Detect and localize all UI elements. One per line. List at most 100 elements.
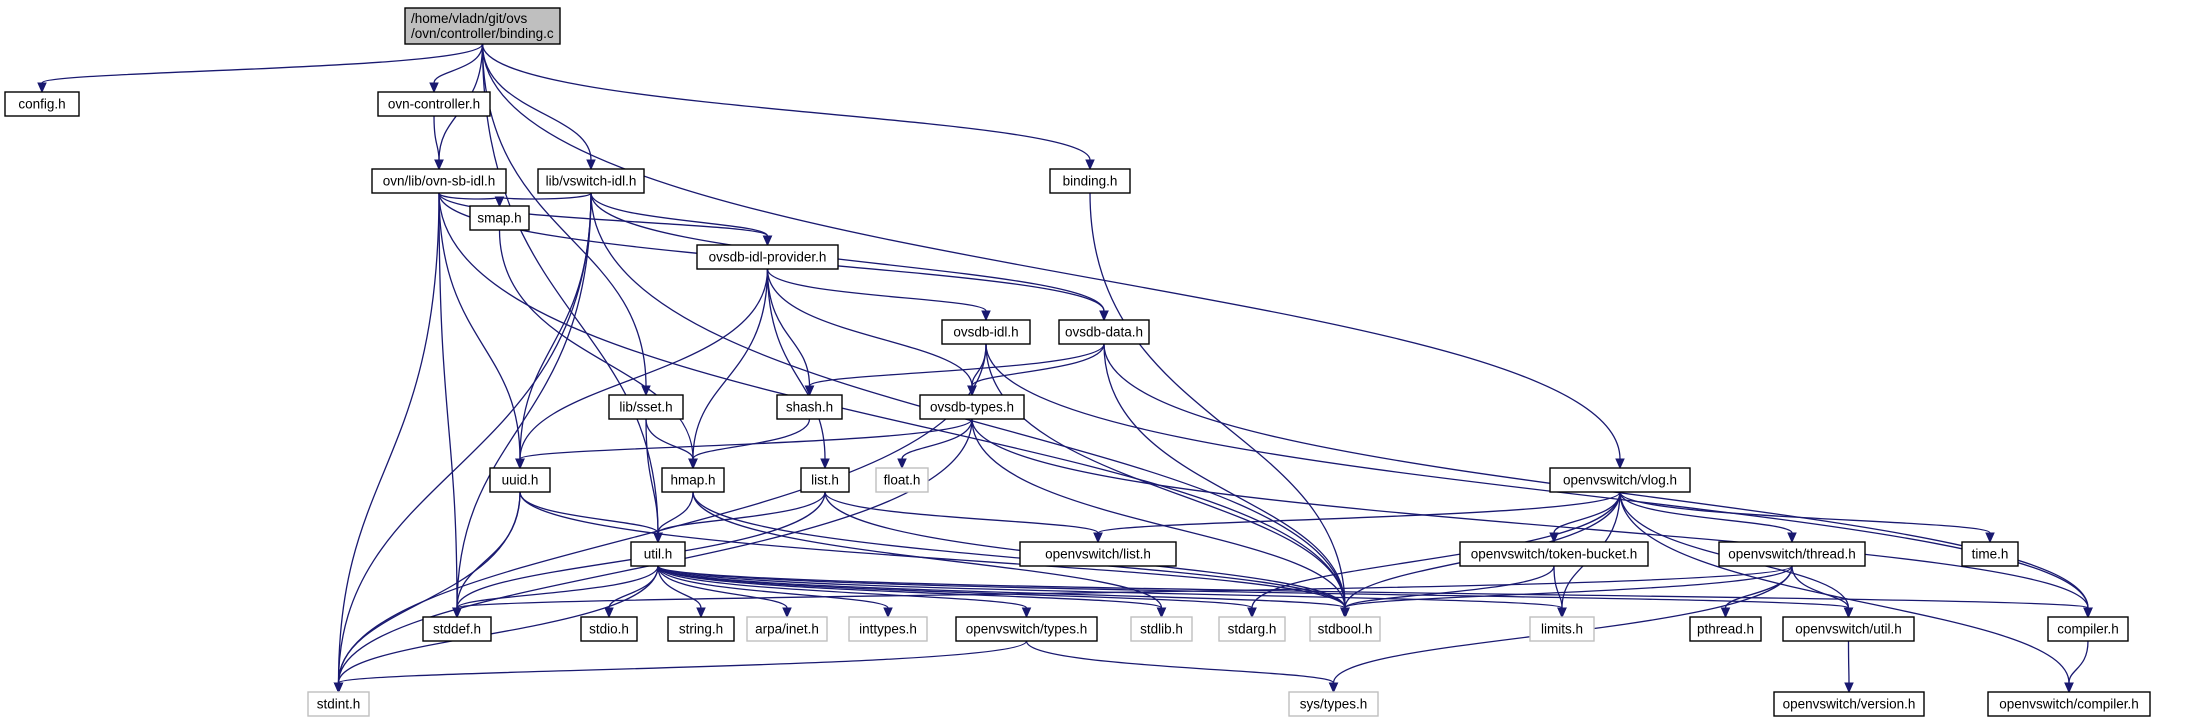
node-label: limits.h: [1541, 622, 1583, 637]
node-arpa-inet-h[interactable]: arpa/inet.h: [746, 616, 828, 642]
node-box: [875, 467, 929, 493]
node-label: ovsdb-idl-provider.h: [709, 250, 827, 265]
node-ovs-compiler-h[interactable]: openvswitch/compiler.h: [1987, 691, 2151, 717]
edge-line: [481, 43, 592, 161]
node-binding-c[interactable]: /home/vladn/git/ovs/ovn/controller/bindi…: [404, 7, 561, 45]
node-ovsdb-data-h[interactable]: ovsdb-data.h: [1058, 319, 1150, 345]
node-label: uuid.h: [502, 473, 539, 488]
edge-arrowhead: [1093, 532, 1103, 544]
edge-vswitch_idl_h-to-ovsdb_idl_provider_h: [590, 192, 773, 247]
edge-line: [657, 565, 1346, 609]
edge-util_h-to-ovs_util_h: [657, 565, 1854, 619]
edge-line: [1097, 491, 1621, 534]
node-time-h[interactable]: time.h: [1961, 541, 2019, 567]
node-list-h[interactable]: list.h: [800, 467, 850, 493]
node-ovs-version-h[interactable]: openvswitch/version.h: [1773, 691, 1925, 717]
edge-line: [971, 343, 1105, 387]
node-ovs-types-h[interactable]: openvswitch/types.h: [955, 616, 1098, 642]
node-ovsdb-idl-provider-h[interactable]: ovsdb-idl-provider.h: [696, 244, 839, 270]
edge-ovsdb_idl_provider_h-to-list_h: [766, 268, 830, 470]
edge-arrowhead: [1720, 607, 1731, 619]
node-label: stdarg.h: [1228, 622, 1277, 637]
node-uuid-h[interactable]: uuid.h: [489, 467, 551, 493]
node-label: binding.h: [1063, 174, 1118, 189]
node-box: [661, 467, 725, 493]
edge-line: [337, 640, 1028, 684]
node-box: [919, 394, 1025, 420]
node-box: [800, 467, 850, 493]
node-label: util.h: [644, 547, 673, 562]
edge-arrowhead: [1085, 159, 1095, 171]
node-lib-sset-h[interactable]: lib/sset.h: [608, 394, 684, 420]
node-string-h[interactable]: string.h: [667, 616, 735, 642]
edge-vlog_h-to-time_h: [1619, 491, 1995, 544]
node-stdio-h[interactable]: stdio.h: [580, 616, 638, 642]
node-smap-h[interactable]: smap.h: [469, 205, 530, 231]
node-stdbool-h[interactable]: stdbool.h: [1309, 616, 1381, 642]
edge-ovsdb_types_h-to-uuid_h: [515, 418, 973, 470]
node-pthread-h[interactable]: pthread.h: [1689, 616, 1762, 642]
node-vlog-h[interactable]: openvswitch/vlog.h: [1549, 467, 1691, 493]
node-util-h[interactable]: util.h: [630, 541, 686, 567]
edge-ovsdb_data_h-to-shash_h: [804, 343, 1105, 397]
edge-line: [519, 268, 769, 460]
node-ovsdb-types-h[interactable]: ovsdb-types.h: [919, 394, 1025, 420]
node-shash-h[interactable]: shash.h: [776, 394, 843, 420]
edge-binding_c-to-util_h: [481, 43, 663, 544]
node-stdarg-h[interactable]: stdarg.h: [1218, 616, 1286, 642]
node-ovn-sb-idl-h[interactable]: ovn/lib/ovn-sb-idl.h: [371, 168, 507, 194]
edge-uuid_h-to-util_h: [519, 491, 663, 544]
edge-binding_c-to-binding_h: [481, 43, 1095, 171]
edge-ovsdb_types_h-to-compiler_h: [971, 418, 2093, 619]
edge-token_bucket_h-to-stdbool_h: [1340, 565, 1555, 619]
node-box: [1689, 616, 1762, 642]
node-ovn-controller-h[interactable]: ovn-controller.h: [377, 91, 491, 117]
edge-arrowhead: [586, 159, 596, 171]
node-box: [1309, 616, 1381, 642]
edge-arrowhead: [1099, 310, 1109, 322]
node-box: [422, 616, 492, 642]
node-label: stddef.h: [433, 622, 481, 637]
node-label: openvswitch/version.h: [1783, 697, 1916, 712]
node-ovs-util-h[interactable]: openvswitch/util.h: [1782, 616, 1915, 642]
node-stdint-h[interactable]: stdint.h: [307, 691, 370, 717]
node-hmap-h[interactable]: hmap.h: [661, 467, 725, 493]
edge-line: [481, 43, 647, 387]
node-compiler-h[interactable]: compiler.h: [2047, 616, 2129, 642]
node-box: [1549, 467, 1691, 493]
node-binding-h[interactable]: binding.h: [1049, 168, 1131, 194]
node-box: [404, 7, 561, 45]
edge-line: [498, 192, 592, 200]
edge-arrowhead: [1021, 607, 1032, 619]
node-stdlib-h[interactable]: stdlib.h: [1130, 616, 1193, 642]
edge-line: [456, 491, 521, 609]
node-vswitch-idl-h[interactable]: lib/vswitch-idl.h: [537, 168, 645, 194]
node-stddef-h[interactable]: stddef.h: [422, 616, 492, 642]
edge-vlog_h-to-ovs_list_h: [1093, 491, 1621, 544]
edge-ovs_types_h-to-stdint_h: [333, 640, 1028, 694]
node-limits-h[interactable]: limits.h: [1529, 616, 1595, 642]
edge-ovs_util_h-to-ovs_version_h: [1844, 640, 1854, 694]
node-ovsdb-idl-h[interactable]: ovsdb-idl.h: [941, 319, 1031, 345]
edge-line: [337, 565, 659, 684]
node-config-h[interactable]: config.h: [4, 91, 80, 117]
node-thread-h[interactable]: openvswitch/thread.h: [1718, 541, 1866, 567]
edge-arrowhead: [696, 607, 706, 619]
node-label: ovn/lib/ovn-sb-idl.h: [383, 174, 496, 189]
edge-line: [519, 418, 973, 460]
node-inttypes-h[interactable]: inttypes.h: [848, 616, 928, 642]
edge-util_h-to-stdlib_h: [657, 565, 1167, 619]
edge-ovsdb_idl_h-to-compiler_h: [985, 343, 2093, 619]
node-token-bucket-h[interactable]: openvswitch/token-bucket.h: [1459, 541, 1649, 567]
node-ovs-list-h[interactable]: openvswitch/list.h: [1019, 541, 1177, 567]
edge-line: [590, 192, 1105, 312]
edge-line: [645, 418, 694, 460]
node-label: openvswitch/list.h: [1045, 547, 1151, 562]
edge-line: [481, 43, 1091, 161]
edge-arrowhead: [897, 458, 907, 470]
edge-line: [456, 192, 592, 609]
node-sys-types-h[interactable]: sys/types.h: [1288, 691, 1379, 717]
node-label: openvswitch/compiler.h: [1999, 697, 2139, 712]
node-float-h[interactable]: float.h: [875, 467, 929, 493]
node-box: [1529, 616, 1595, 642]
